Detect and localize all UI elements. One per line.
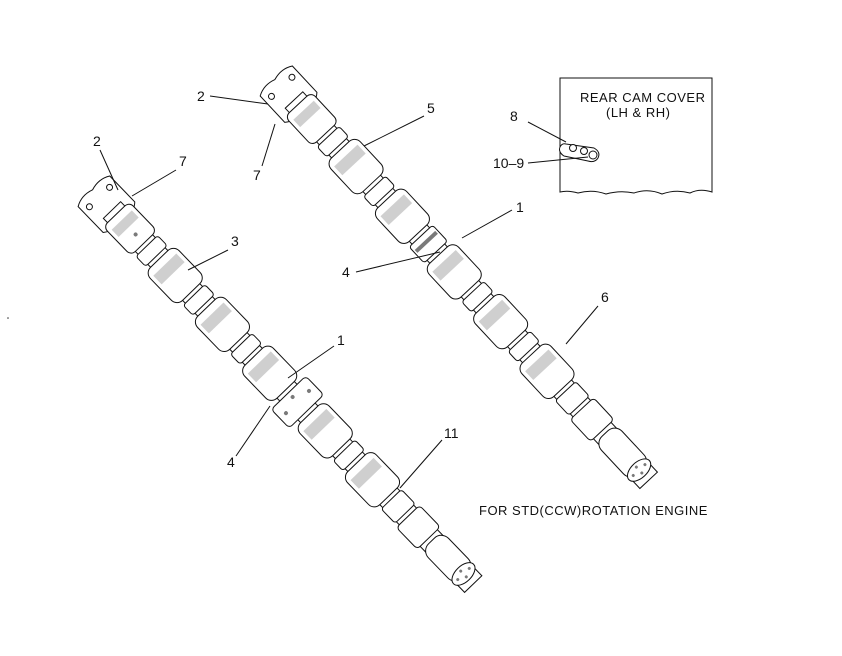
callout-upper-2: 2 <box>197 88 205 104</box>
leader-upper-1 <box>461 209 513 239</box>
callout-upper-6: 6 <box>601 289 609 305</box>
callout-upper-4: 4 <box>342 264 350 280</box>
inset-frame <box>559 77 713 195</box>
callout-upper-5: 5 <box>427 100 435 116</box>
callout-lower-7: 7 <box>179 153 187 169</box>
leader-8 <box>527 121 567 143</box>
leader-upper-6 <box>565 305 599 345</box>
leader-lower-1 <box>287 345 335 379</box>
upper-camshaft <box>259 65 659 490</box>
rotation-note: FOR STD(CCW)ROTATION ENGINE <box>479 503 708 518</box>
leader-lower-3 <box>187 249 229 271</box>
leader-lower-2 <box>99 149 119 191</box>
leader-upper-4 <box>355 251 441 273</box>
leader-lower-7 <box>131 169 177 197</box>
callout-lower-11: 11 <box>444 425 459 441</box>
rear-cam-cover-part <box>559 143 600 163</box>
inset-title-line1: REAR CAM COVER <box>580 90 705 105</box>
callout-lower-1: 1 <box>337 332 345 348</box>
leader-upper-5 <box>363 115 425 147</box>
callout-8: 8 <box>510 108 518 124</box>
inset-title-line2: (LH & RH) <box>606 105 670 120</box>
callout-lower-4: 4 <box>227 454 235 470</box>
callout-10-9: 10–9 <box>493 155 524 171</box>
leader-10-9 <box>527 156 589 164</box>
callout-upper-1: 1 <box>516 199 524 215</box>
leader-lower-4 <box>235 405 271 457</box>
rear-cam-cover-inset: REAR CAM COVER (LH & RH) 8 10–9 <box>493 77 713 195</box>
leader-upper-7 <box>261 123 276 167</box>
lower-camshaft <box>77 175 483 594</box>
callout-upper-7: 7 <box>253 167 261 183</box>
callout-lower-3: 3 <box>231 233 239 249</box>
leader-lower-11 <box>399 439 443 489</box>
leader-upper-2 <box>209 95 269 105</box>
stray-dot <box>7 317 9 319</box>
callout-lower-2: 2 <box>93 133 101 149</box>
